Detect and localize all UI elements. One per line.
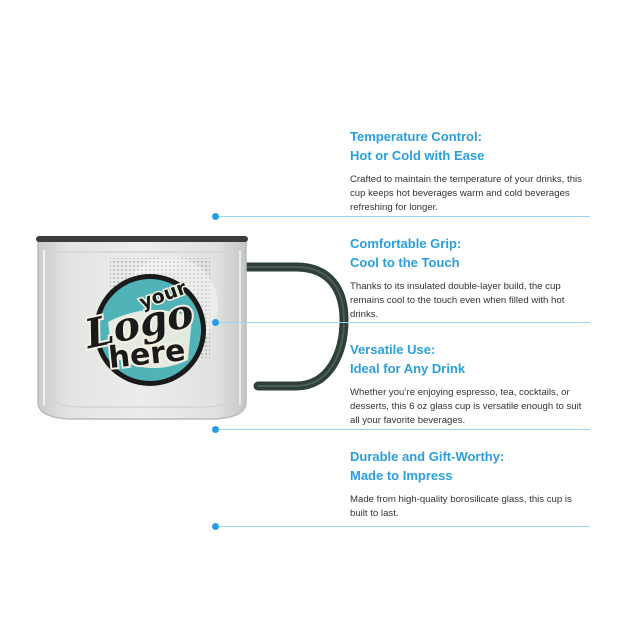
- feature-title: Versatile Use: Ideal for Any Drink: [350, 340, 585, 378]
- feature-description: Crafted to maintain the temperature of y…: [350, 174, 582, 213]
- feature-title: Durable and Gift-Worthy: Made to Impress: [350, 447, 585, 485]
- mug-illustration: your Logo here: [36, 236, 349, 420]
- feature-title-line1: Durable and Gift-Worthy:: [350, 449, 505, 464]
- connector-dot: [212, 213, 219, 220]
- connector-dot: [212, 523, 219, 530]
- feature-title-line2: Hot or Cold with Ease: [350, 148, 485, 163]
- feature-versatile: Versatile Use: Ideal for Any Drink Wheth…: [350, 340, 585, 428]
- feature-title: Comfortable Grip: Cool to the Touch: [350, 234, 585, 272]
- feature-title-line2: Cool to the Touch: [350, 255, 460, 270]
- logo-text-logo: Logo: [80, 289, 198, 358]
- feature-connector-line: [212, 523, 590, 530]
- feature-title-line2: Ideal for Any Drink: [350, 361, 466, 376]
- feature-title-line2: Made to Impress: [350, 468, 453, 483]
- feature-temperature: Temperature Control: Hot or Cold with Ea…: [350, 127, 585, 215]
- feature-connector-line: [212, 213, 590, 220]
- connector-dot: [212, 319, 219, 326]
- feature-grip: Comfortable Grip: Cool to the Touch Than…: [350, 234, 585, 322]
- feature-connector-line: [212, 319, 590, 326]
- feature-durable: Durable and Gift-Worthy: Made to Impress…: [350, 447, 585, 521]
- feature-description: Thanks to its insulated double-layer bui…: [350, 281, 565, 320]
- feature-title-line1: Versatile Use:: [350, 342, 436, 357]
- feature-description: Made from high-quality borosilicate glas…: [350, 494, 572, 519]
- mug-rim: [36, 236, 248, 242]
- feature-description: Whether you’re enjoying espresso, tea, c…: [350, 387, 582, 426]
- feature-title-line1: Comfortable Grip:: [350, 236, 462, 251]
- logo-placeholder: your Logo here: [78, 274, 206, 386]
- feature-title-line1: Temperature Control:: [350, 129, 482, 144]
- feature-connector-line: [212, 426, 590, 433]
- feature-title: Temperature Control: Hot or Cold with Ea…: [350, 127, 585, 165]
- connector-dot: [212, 426, 219, 433]
